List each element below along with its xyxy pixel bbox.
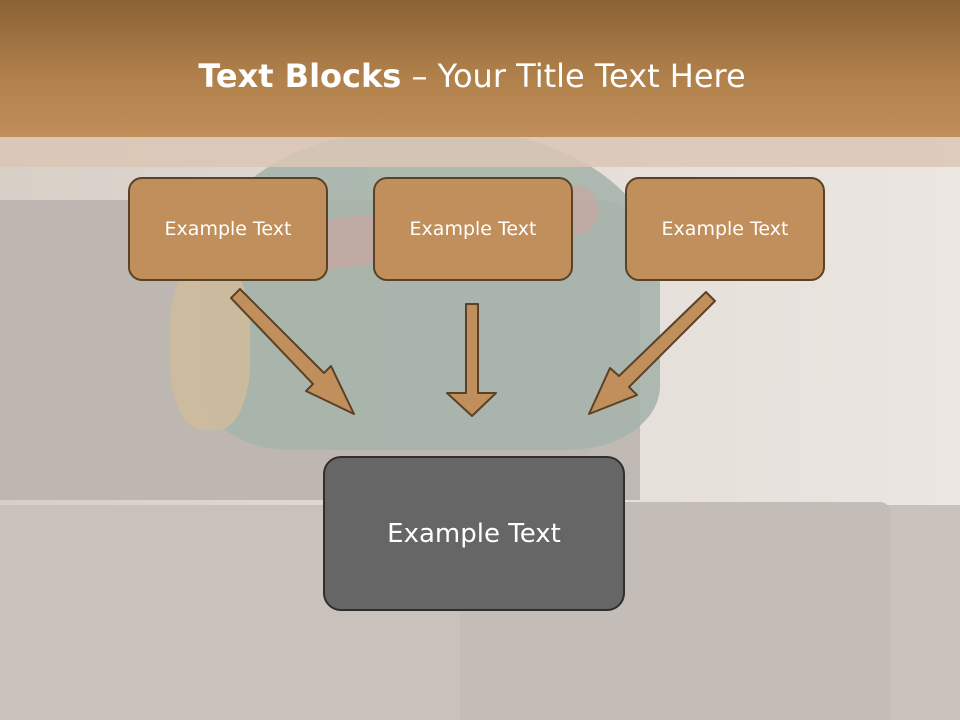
text-box-bottom-label: Example Text (387, 518, 561, 549)
text-box-right-label: Example Text (661, 218, 789, 240)
text-box-left-label: Example Text (164, 218, 292, 240)
text-box-center[interactable]: Example Text (373, 177, 573, 281)
arrow-left-diagonal (230, 288, 355, 415)
slide-title-rest: Your Title Text Here (437, 57, 746, 95)
text-box-left[interactable]: Example Text (128, 177, 328, 281)
arrow-right-diagonal (588, 291, 716, 415)
title-bar (0, 0, 960, 137)
text-box-bottom[interactable]: Example Text (323, 456, 625, 611)
text-box-center-label: Example Text (409, 218, 537, 240)
title-bar-strip (0, 137, 960, 167)
slide-title-separator: – (401, 57, 438, 95)
arrow-center-down (446, 303, 497, 417)
slide-title: Text Blocks – Your Title Text Here (0, 56, 944, 96)
slide-title-bold: Text Blocks (198, 57, 402, 95)
text-box-right[interactable]: Example Text (625, 177, 825, 281)
background-ear (170, 260, 250, 430)
